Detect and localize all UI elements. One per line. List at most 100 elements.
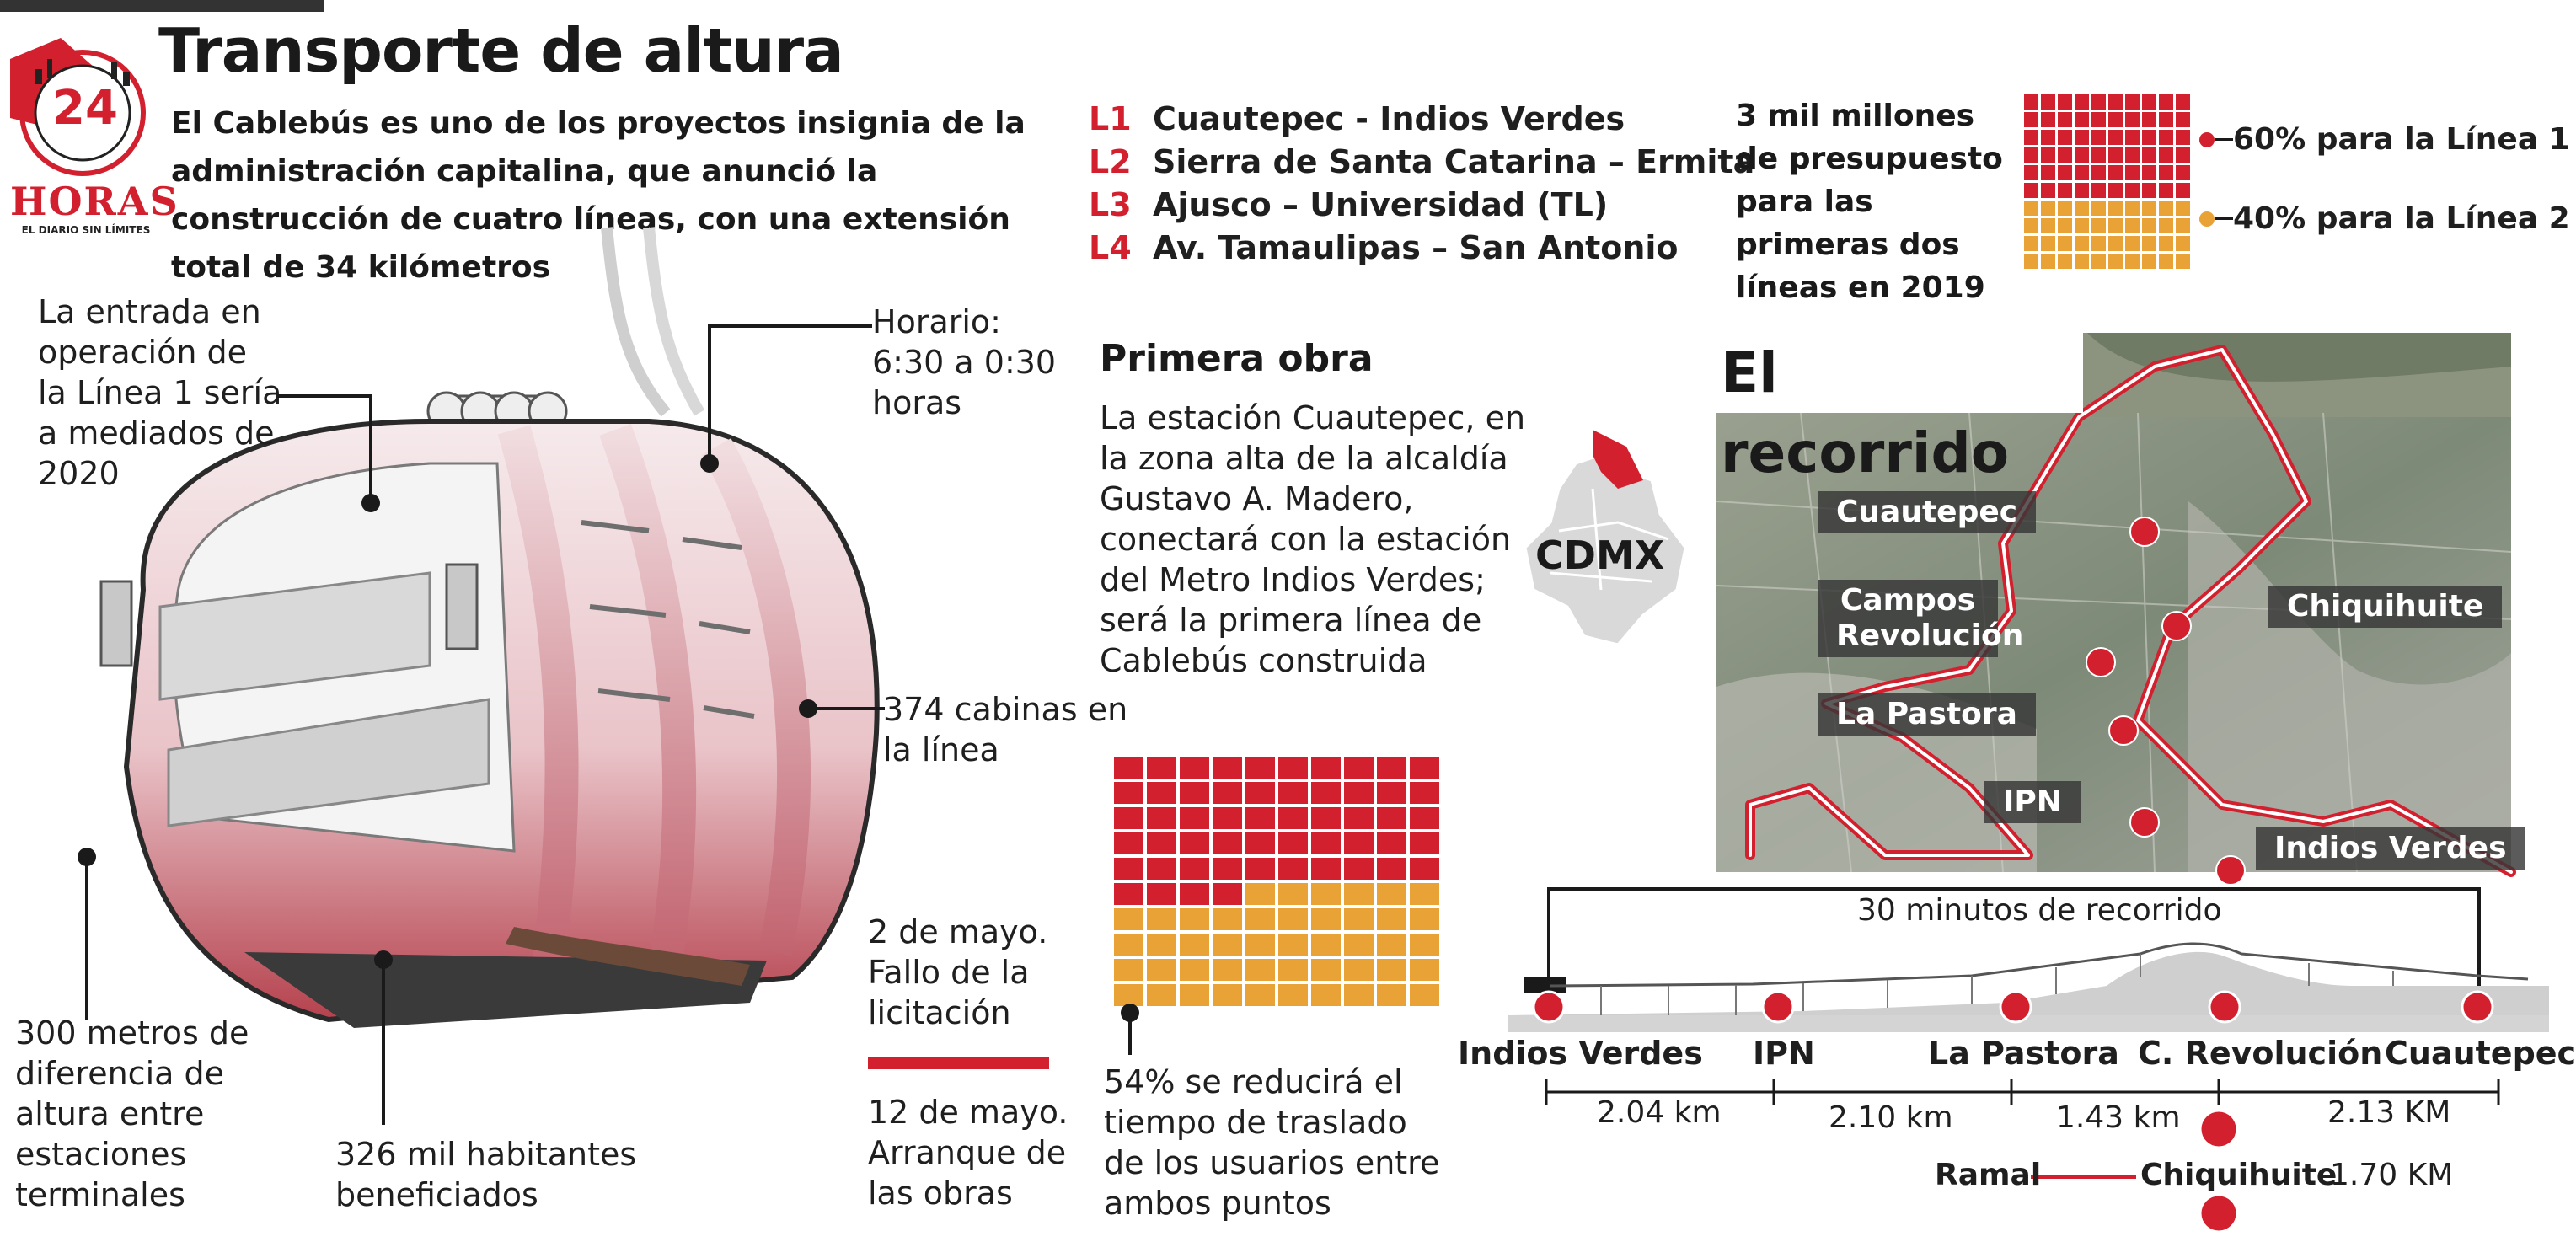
time-cell xyxy=(1147,832,1176,854)
budget-cell xyxy=(2058,201,2072,216)
budget-cell xyxy=(2091,94,2106,110)
time-cell xyxy=(1245,807,1275,829)
budget-cell xyxy=(2091,183,2106,198)
time-cell xyxy=(1245,858,1275,880)
distance-segment-4: 2.13 KM xyxy=(2327,1095,2451,1130)
time-cell xyxy=(1213,934,1242,956)
time-cell xyxy=(1311,908,1341,930)
time-cell xyxy=(1114,782,1143,804)
budget-cell xyxy=(2159,254,2173,269)
time-cell xyxy=(1245,883,1275,905)
time-cell xyxy=(1147,934,1176,956)
budget-cell xyxy=(2176,201,2190,216)
note-altitude: 300 metros de diferencia de altura entre… xyxy=(15,1014,249,1213)
timeline-second: 12 de mayo. Arranque de las obras xyxy=(868,1094,1068,1212)
time-cell xyxy=(1311,832,1341,854)
time-cell xyxy=(1344,883,1374,905)
hanger-arm xyxy=(643,227,705,416)
timeline-first: 2 de mayo. Fallo de la licitación xyxy=(868,913,1048,1031)
intro-text: El Cablebús es uno de los proyectos insi… xyxy=(171,106,1026,285)
time-cell xyxy=(1410,908,1439,930)
time-cell xyxy=(1114,807,1143,829)
time-cell xyxy=(1245,832,1275,854)
time-cell xyxy=(1377,908,1406,930)
budget-cell xyxy=(2024,130,2038,145)
budget-cell xyxy=(2075,254,2089,269)
time-cell xyxy=(1245,959,1275,981)
leader-cabins xyxy=(799,699,885,718)
route-map-title: El recorrido xyxy=(1716,333,2083,485)
budget-cell xyxy=(2058,112,2072,127)
budget-cell xyxy=(2125,201,2140,216)
budget-cell xyxy=(2075,165,2089,180)
route-profile xyxy=(1508,887,2549,1234)
budget-cell xyxy=(2125,254,2140,269)
time-cell xyxy=(1410,757,1439,779)
time-cell xyxy=(1278,858,1308,880)
time-cell xyxy=(1213,782,1242,804)
time-cell xyxy=(1311,858,1341,880)
budget-cell xyxy=(2159,94,2173,110)
time-cell xyxy=(1278,883,1308,905)
budget-cell xyxy=(2091,112,2106,127)
time-cell xyxy=(1377,757,1406,779)
time-cell xyxy=(1311,807,1341,829)
budget-cell xyxy=(2142,254,2156,269)
time-cell xyxy=(1278,934,1308,956)
budget-cell xyxy=(2159,218,2173,233)
budget-cell xyxy=(2159,112,2173,127)
time-cell xyxy=(1114,832,1143,854)
time-cell xyxy=(1147,883,1176,905)
time-cell xyxy=(1410,959,1439,981)
budget-cell xyxy=(2159,165,2173,180)
time-cell xyxy=(1213,908,1242,930)
branch-station: Chiquihuite xyxy=(2140,1158,2338,1192)
budget-text: 3 mil millones de presupuesto para las p… xyxy=(1736,99,2003,305)
budget-grid xyxy=(2024,94,2193,270)
budget-cell xyxy=(2142,236,2156,251)
time-cell xyxy=(1114,908,1143,930)
budget-cell xyxy=(2024,112,2038,127)
budget-cell xyxy=(2125,94,2140,110)
map-label-cuautepec: Cuautepec xyxy=(1818,491,2037,533)
budget-cell xyxy=(2058,254,2072,269)
note-residents: 326 mil habitantes beneficiados xyxy=(335,1136,637,1213)
time-cell xyxy=(1344,934,1374,956)
time-cell xyxy=(1213,832,1242,854)
budget-cell xyxy=(2176,165,2190,180)
logo-brand: HORAS xyxy=(10,179,179,224)
logo: 24 HORAS EL DIARIO SIN LÍMITES xyxy=(10,25,179,244)
budget-cell xyxy=(2108,147,2123,163)
time-cell xyxy=(1377,883,1406,905)
time-cell xyxy=(1114,858,1143,880)
profile-duration: 30 minutos de recorrido xyxy=(1845,893,2234,928)
budget-cell xyxy=(2108,94,2123,110)
time-cell xyxy=(1344,858,1374,880)
leader-altitude xyxy=(78,848,96,1020)
route-map: El recorrido Cuautepec Campos Revolución… xyxy=(1716,333,2525,886)
budget-cell xyxy=(2058,147,2072,163)
first-work-heading: Primera obra xyxy=(1100,337,1374,380)
time-cell xyxy=(1377,934,1406,956)
line-code: L3 xyxy=(1089,186,1132,223)
budget-cell xyxy=(2176,183,2190,198)
budget-cell xyxy=(2041,183,2055,198)
time-cell xyxy=(1311,757,1341,779)
budget-cell xyxy=(2058,94,2072,110)
time-cell xyxy=(1213,883,1242,905)
budget-cell xyxy=(2041,254,2055,269)
budget-cell xyxy=(2058,218,2072,233)
budget-cell xyxy=(2125,147,2140,163)
budget-cell xyxy=(2159,201,2173,216)
budget-cell xyxy=(2091,254,2106,269)
budget-cell xyxy=(2091,218,2106,233)
budget-cell xyxy=(2108,236,2123,251)
top-rule xyxy=(0,0,324,12)
time-cell xyxy=(1278,908,1308,930)
budget-cell xyxy=(2075,218,2089,233)
budget-cell xyxy=(2176,218,2190,233)
budget-cell xyxy=(2091,236,2106,251)
budget-cell xyxy=(2075,112,2089,127)
budget-cell xyxy=(2041,130,2055,145)
